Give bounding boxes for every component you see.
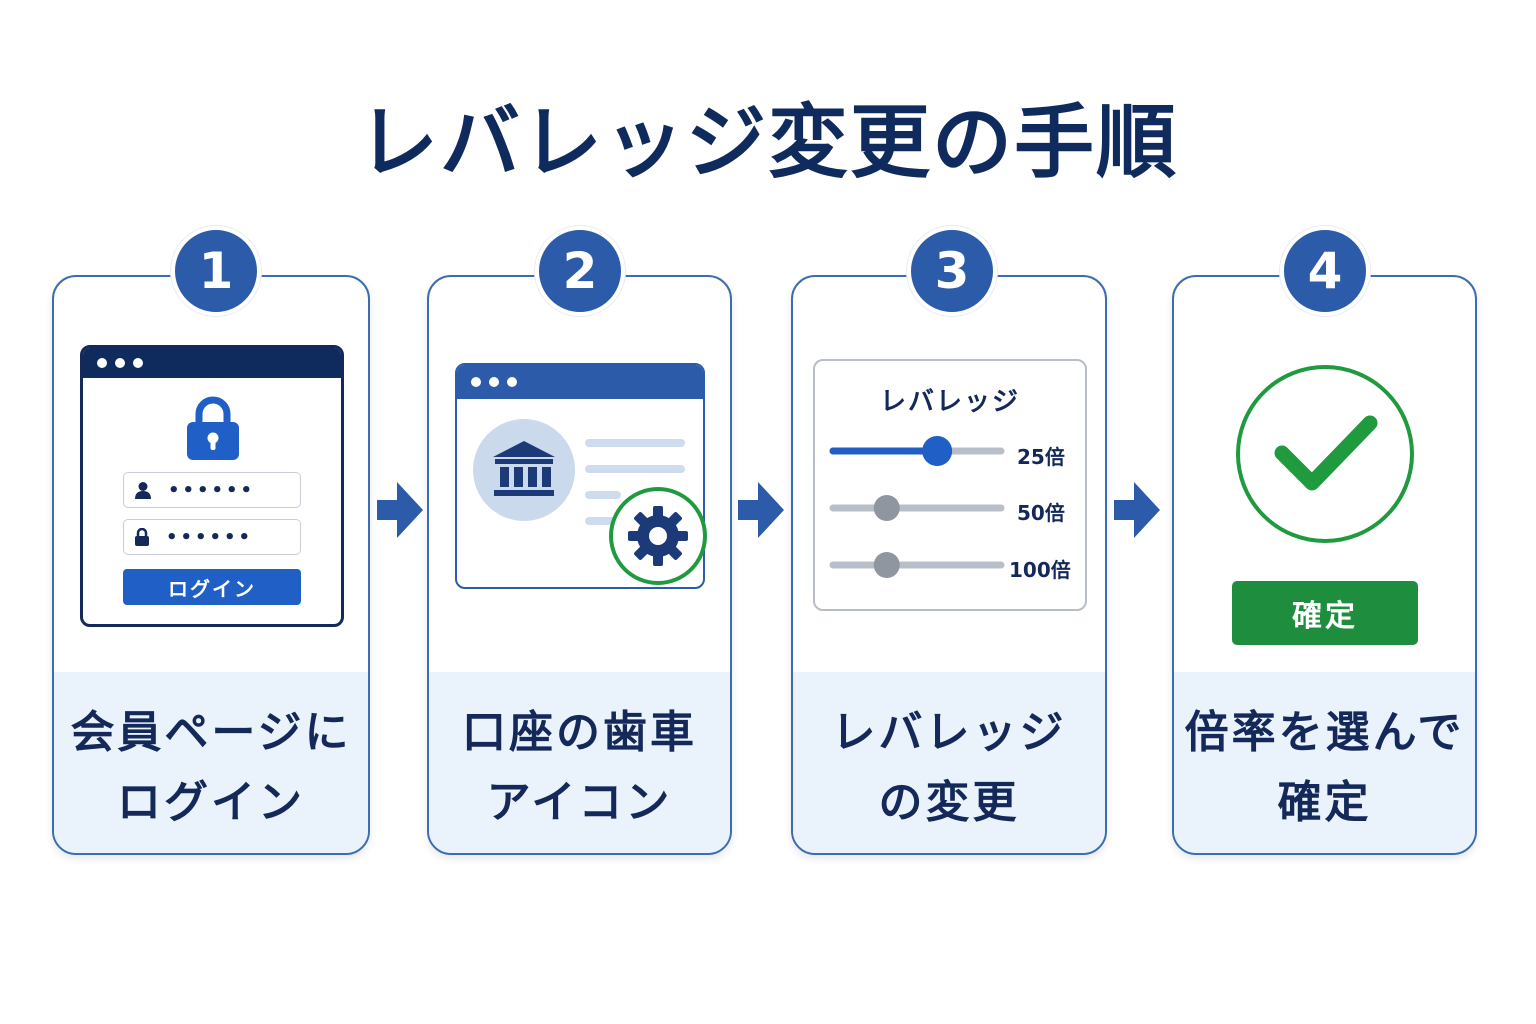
text-placeholder-line: [585, 491, 621, 499]
leverage-sliders[interactable]: [815, 361, 1089, 613]
text-placeholder-line: [585, 439, 685, 447]
slider-label-25x: 25倍: [1017, 445, 1065, 469]
bank-icon: [493, 441, 555, 496]
slider-label-100x: 100倍: [1009, 558, 1071, 582]
page-title: レバレッジ変更の手順: [358, 96, 1178, 189]
step-caption: アイコン: [486, 776, 673, 828]
leverage-panel-title: レバレッジ: [879, 387, 1020, 417]
login-button[interactable]: ログイン: [123, 569, 301, 605]
step-card-3: レバレッジ 25倍 50倍 100倍 レバレッジ の変更: [791, 275, 1107, 855]
step-caption-area: 口座の歯車 アイコン: [429, 672, 730, 853]
window-dot: [97, 358, 107, 368]
text-placeholder-line: [585, 465, 685, 473]
step-number-badge: 3: [907, 226, 997, 316]
step-caption: レバレッジ: [831, 706, 1067, 758]
step-caption-area: レバレッジ の変更: [793, 672, 1105, 853]
slider-label-50x: 50倍: [1017, 501, 1065, 525]
arrow-right-icon: [738, 482, 784, 538]
window-dot: [471, 377, 481, 387]
step-caption-area: 会員ページに ログイン: [54, 672, 368, 853]
window-titlebar: [83, 348, 341, 378]
username-mask: ••••••: [168, 479, 256, 501]
lock-icon: [187, 396, 239, 460]
password-mask: ••••••: [166, 526, 254, 548]
step-card-2: 口座の歯車 アイコン: [427, 275, 732, 855]
step-card-1: •••••• •••••• ログイン 会員ページに ログイン: [52, 275, 370, 855]
step-caption-area: 倍率を選んで 確定: [1174, 672, 1475, 853]
window-dot: [133, 358, 143, 368]
login-window: •••••• •••••• ログイン: [80, 345, 344, 627]
leverage-panel: レバレッジ 25倍 50倍 100倍: [813, 359, 1087, 611]
gear-button[interactable]: [609, 487, 707, 585]
step-caption: 確定: [1277, 776, 1372, 828]
step-caption: ログイン: [117, 776, 305, 828]
confirm-button[interactable]: 確定: [1232, 581, 1418, 645]
password-field[interactable]: ••••••: [123, 519, 301, 555]
gear-icon: [628, 506, 688, 566]
step-card-4: 確定 倍率を選んで 確定: [1172, 275, 1477, 855]
arrow-right-icon: [377, 482, 423, 538]
window-titlebar: [457, 365, 703, 399]
step-caption: 倍率を選んで: [1184, 706, 1465, 758]
slider-knob[interactable]: [873, 552, 900, 578]
step-caption: 会員ページに: [70, 706, 352, 758]
checkmark-icon: [1274, 415, 1378, 491]
slider-knob[interactable]: [873, 495, 900, 521]
step-caption: の変更: [878, 776, 1020, 828]
text-placeholder-line: [585, 517, 621, 525]
username-field[interactable]: ••••••: [123, 472, 301, 508]
check-circle: [1236, 365, 1414, 543]
window-dot: [115, 358, 125, 368]
step-number-badge: 4: [1280, 226, 1370, 316]
window-dot: [507, 377, 517, 387]
step-number-badge: 1: [171, 226, 261, 316]
bank-icon-background: [473, 419, 575, 521]
window-dot: [489, 377, 499, 387]
step-number-badge: 2: [535, 226, 625, 316]
step-caption: 口座の歯車: [462, 706, 697, 758]
user-icon: [135, 482, 151, 499]
small-lock-icon: [135, 528, 149, 546]
slider-knob[interactable]: [922, 436, 953, 466]
arrow-right-icon: [1114, 482, 1160, 538]
